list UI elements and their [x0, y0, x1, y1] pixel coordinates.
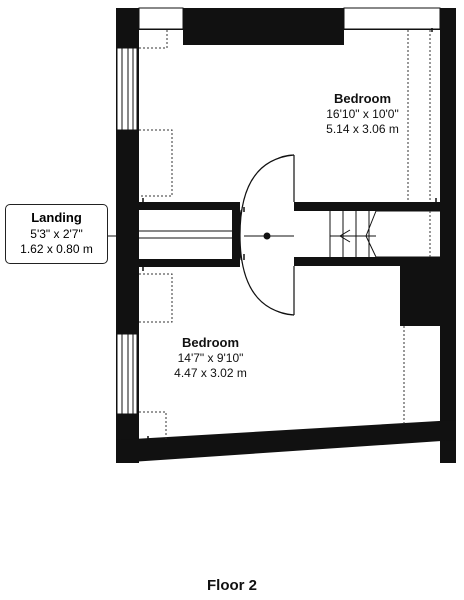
dashed-lines [139, 28, 431, 440]
room-dim-imperial: 16'10" x 10'0" [326, 107, 399, 122]
room-dim-metric: 4.47 x 3.02 m [174, 366, 247, 381]
wall-right [440, 8, 456, 463]
room-dim-imperial: 5'3" x 2'7" [30, 226, 83, 241]
landing-callout: Landing 5'3" x 2'7" 1.62 x 0.80 m [5, 204, 108, 264]
room-name: Landing [31, 210, 82, 225]
wall-top-block [183, 28, 344, 45]
room-name: Bedroom [333, 91, 392, 106]
room-name: Bedroom [181, 335, 240, 350]
window-lower [116, 333, 138, 415]
top-openings [139, 8, 440, 29]
ceiling-light [263, 232, 271, 240]
wall-bottom [116, 420, 456, 463]
internal-walls [139, 202, 440, 326]
room-dim-metric: 5.14 x 3.06 m [326, 122, 399, 137]
room-dim-metric: 1.62 x 0.80 m [20, 242, 93, 257]
window-upper [116, 47, 138, 131]
room-label-bedroom-upper: Bedroom 16'10" x 10'0" 5.14 x 3.06 m [300, 91, 425, 137]
room-label-bedroom-lower: Bedroom 14'7" x 9'10" 4.47 x 3.02 m [148, 335, 273, 381]
staircase [329, 210, 440, 258]
windows [116, 47, 138, 415]
floor-title: Floor 2 [206, 577, 257, 594]
room-dim-imperial: 14'7" x 9'10" [177, 351, 244, 366]
